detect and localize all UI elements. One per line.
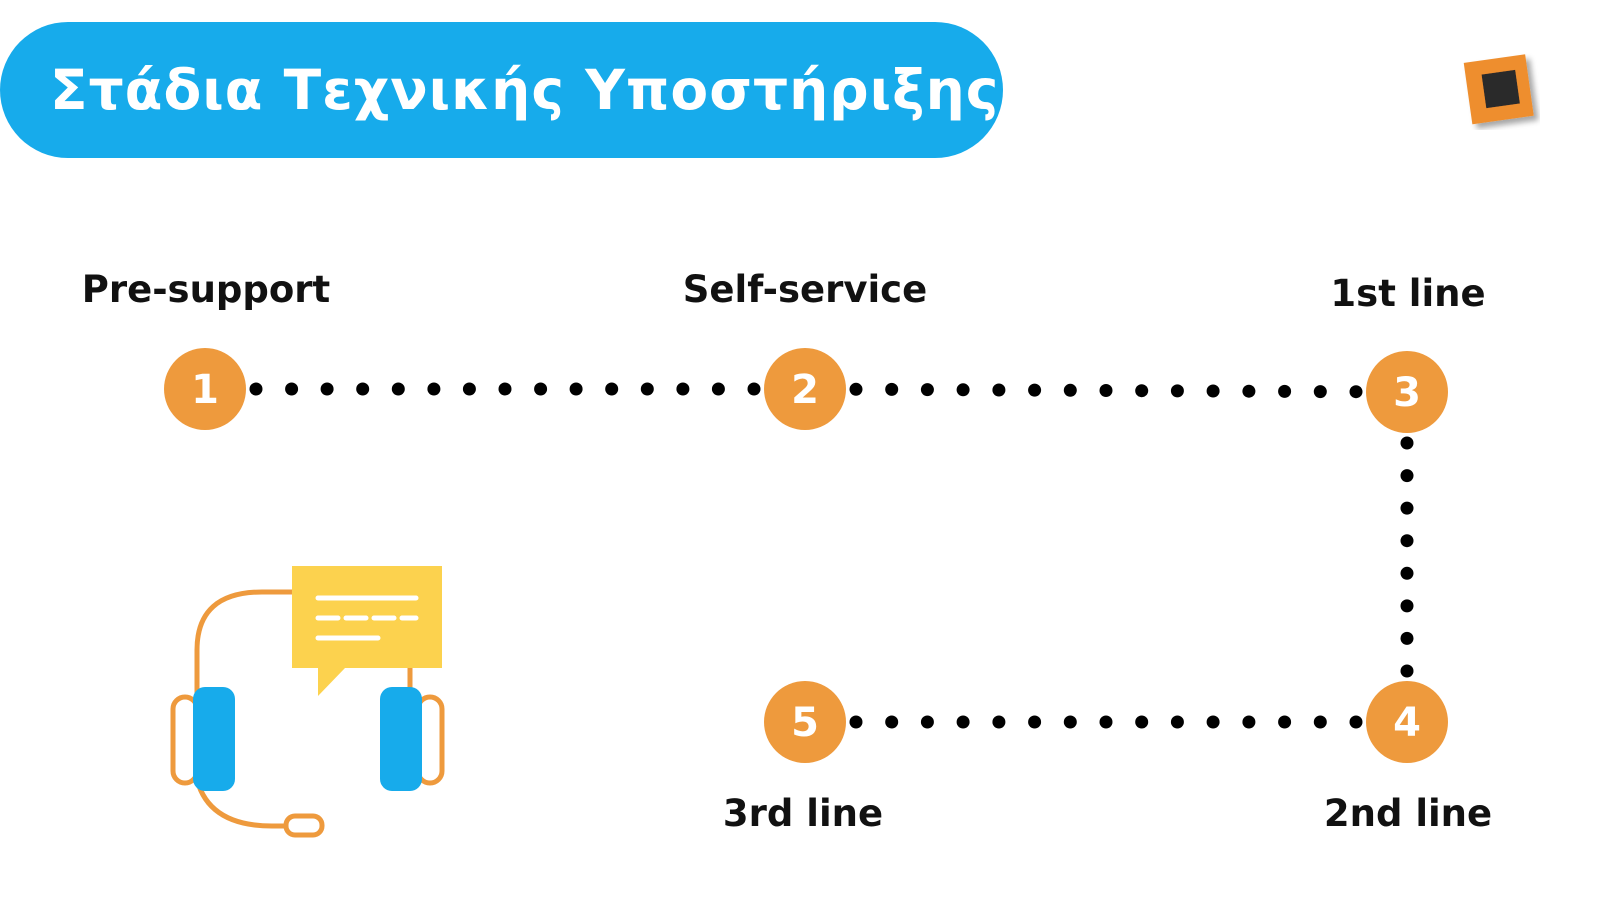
step-node-4: 4 <box>1366 681 1448 763</box>
connector-4-5-dot <box>992 715 1006 729</box>
step-number: 5 <box>791 700 819 746</box>
step-node-2: 2 <box>764 348 846 430</box>
connector-1-2-dot <box>498 382 512 396</box>
connector-2-3-dot <box>1135 384 1149 398</box>
connector-1-2-dot <box>462 382 476 396</box>
connector-3-4-dot <box>1400 501 1414 515</box>
connector-4-5-dot <box>1313 715 1327 729</box>
step-circle <box>764 681 846 763</box>
stage-label-2nd-line: 2nd line <box>1323 792 1493 835</box>
connector-3-4-dot <box>1400 534 1414 548</box>
connector-2-3-dot <box>992 383 1006 397</box>
connector-3-4-dot <box>1400 436 1414 450</box>
connector-1-2-dot <box>391 382 405 396</box>
connector-3-4-dot <box>1400 599 1414 613</box>
headset-chat-icon <box>170 566 445 838</box>
connector-2-3-dot <box>1063 383 1077 397</box>
connector-4-5-dot <box>1278 715 1292 729</box>
stage-label-3rd-line: 3rd line <box>722 792 884 835</box>
connector-2-3-dot <box>885 382 899 396</box>
connector-4-5-dot <box>1135 715 1149 729</box>
connector-1-2-dot <box>711 382 725 396</box>
connector-2-3-dot <box>1099 384 1113 397</box>
step-number: 1 <box>191 367 219 413</box>
connector-1-2-dot <box>569 382 583 396</box>
connector-1-2-dot <box>676 382 690 396</box>
connector-1-2-dot <box>605 382 619 396</box>
step-node-3: 3 <box>1366 351 1448 433</box>
connector-4-5-dot <box>1063 715 1077 729</box>
connector-dots <box>249 382 1414 729</box>
connector-2-3-dot <box>956 383 970 397</box>
connector-2-3-dot <box>849 382 863 396</box>
connector-3-4-dot <box>1400 469 1414 483</box>
connector-4-5-dot <box>1099 715 1113 729</box>
connector-4-5-dot <box>956 715 970 729</box>
connector-2-3-dot <box>1278 384 1292 398</box>
connector-4-5-dot <box>1028 715 1042 729</box>
connector-1-2-dot <box>320 382 334 396</box>
step-number: 3 <box>1393 370 1421 416</box>
slide-title: Στάδια Τεχνικής Υποστήριξης <box>50 58 1000 122</box>
stage-label-self-service: Self-service <box>682 268 928 311</box>
step-number: 4 <box>1393 700 1421 746</box>
stage-label-1st-line: 1st line <box>1330 272 1486 315</box>
connector-3-4-dot <box>1400 664 1414 678</box>
step-circle <box>1366 681 1448 763</box>
connector-4-5-dot <box>1349 715 1363 729</box>
connector-2-3-dot <box>1242 384 1256 398</box>
connector-2-3-dot <box>1313 385 1327 399</box>
connector-1-2-dot <box>356 382 370 396</box>
connector-1-2-dot <box>640 382 654 396</box>
connector-2-3-dot <box>1170 384 1184 398</box>
connector-2-3-dot <box>920 383 934 397</box>
logo-square-icon <box>1463 54 1534 125</box>
connector-2-3-dot <box>1206 384 1220 398</box>
connector-1-2-dot <box>285 382 299 396</box>
connector-1-2-dot <box>249 382 263 396</box>
title-banner: Στάδια Τεχνικής Υποστήριξης <box>0 22 1003 158</box>
step-circle <box>1366 351 1448 433</box>
step-node-5: 5 <box>764 681 846 763</box>
step-node-1: 1 <box>164 348 246 430</box>
step-circle <box>764 348 846 430</box>
connector-1-2-dot <box>747 382 761 396</box>
step-circle <box>164 348 246 430</box>
connector-3-4-dot <box>1400 631 1414 645</box>
connector-2-3-dot <box>1028 383 1042 397</box>
connector-1-2-dot <box>427 382 441 396</box>
step-nodes: 1 2 3 4 5 <box>164 348 1448 763</box>
connector-1-2-dot <box>534 382 548 396</box>
connector-4-5-dot <box>1242 715 1256 729</box>
connector-4-5-dot <box>885 715 899 729</box>
connector-4-5-dot <box>1206 715 1220 729</box>
connector-3-4-dot <box>1400 566 1414 580</box>
step-number: 2 <box>791 367 819 413</box>
connector-2-3-dot <box>1349 385 1363 399</box>
stage-label-pre-support: Pre-support <box>81 268 331 311</box>
connector-4-5-dot <box>920 715 934 729</box>
connector-4-5-dot <box>849 715 863 729</box>
connector-4-5-dot <box>1170 715 1184 729</box>
